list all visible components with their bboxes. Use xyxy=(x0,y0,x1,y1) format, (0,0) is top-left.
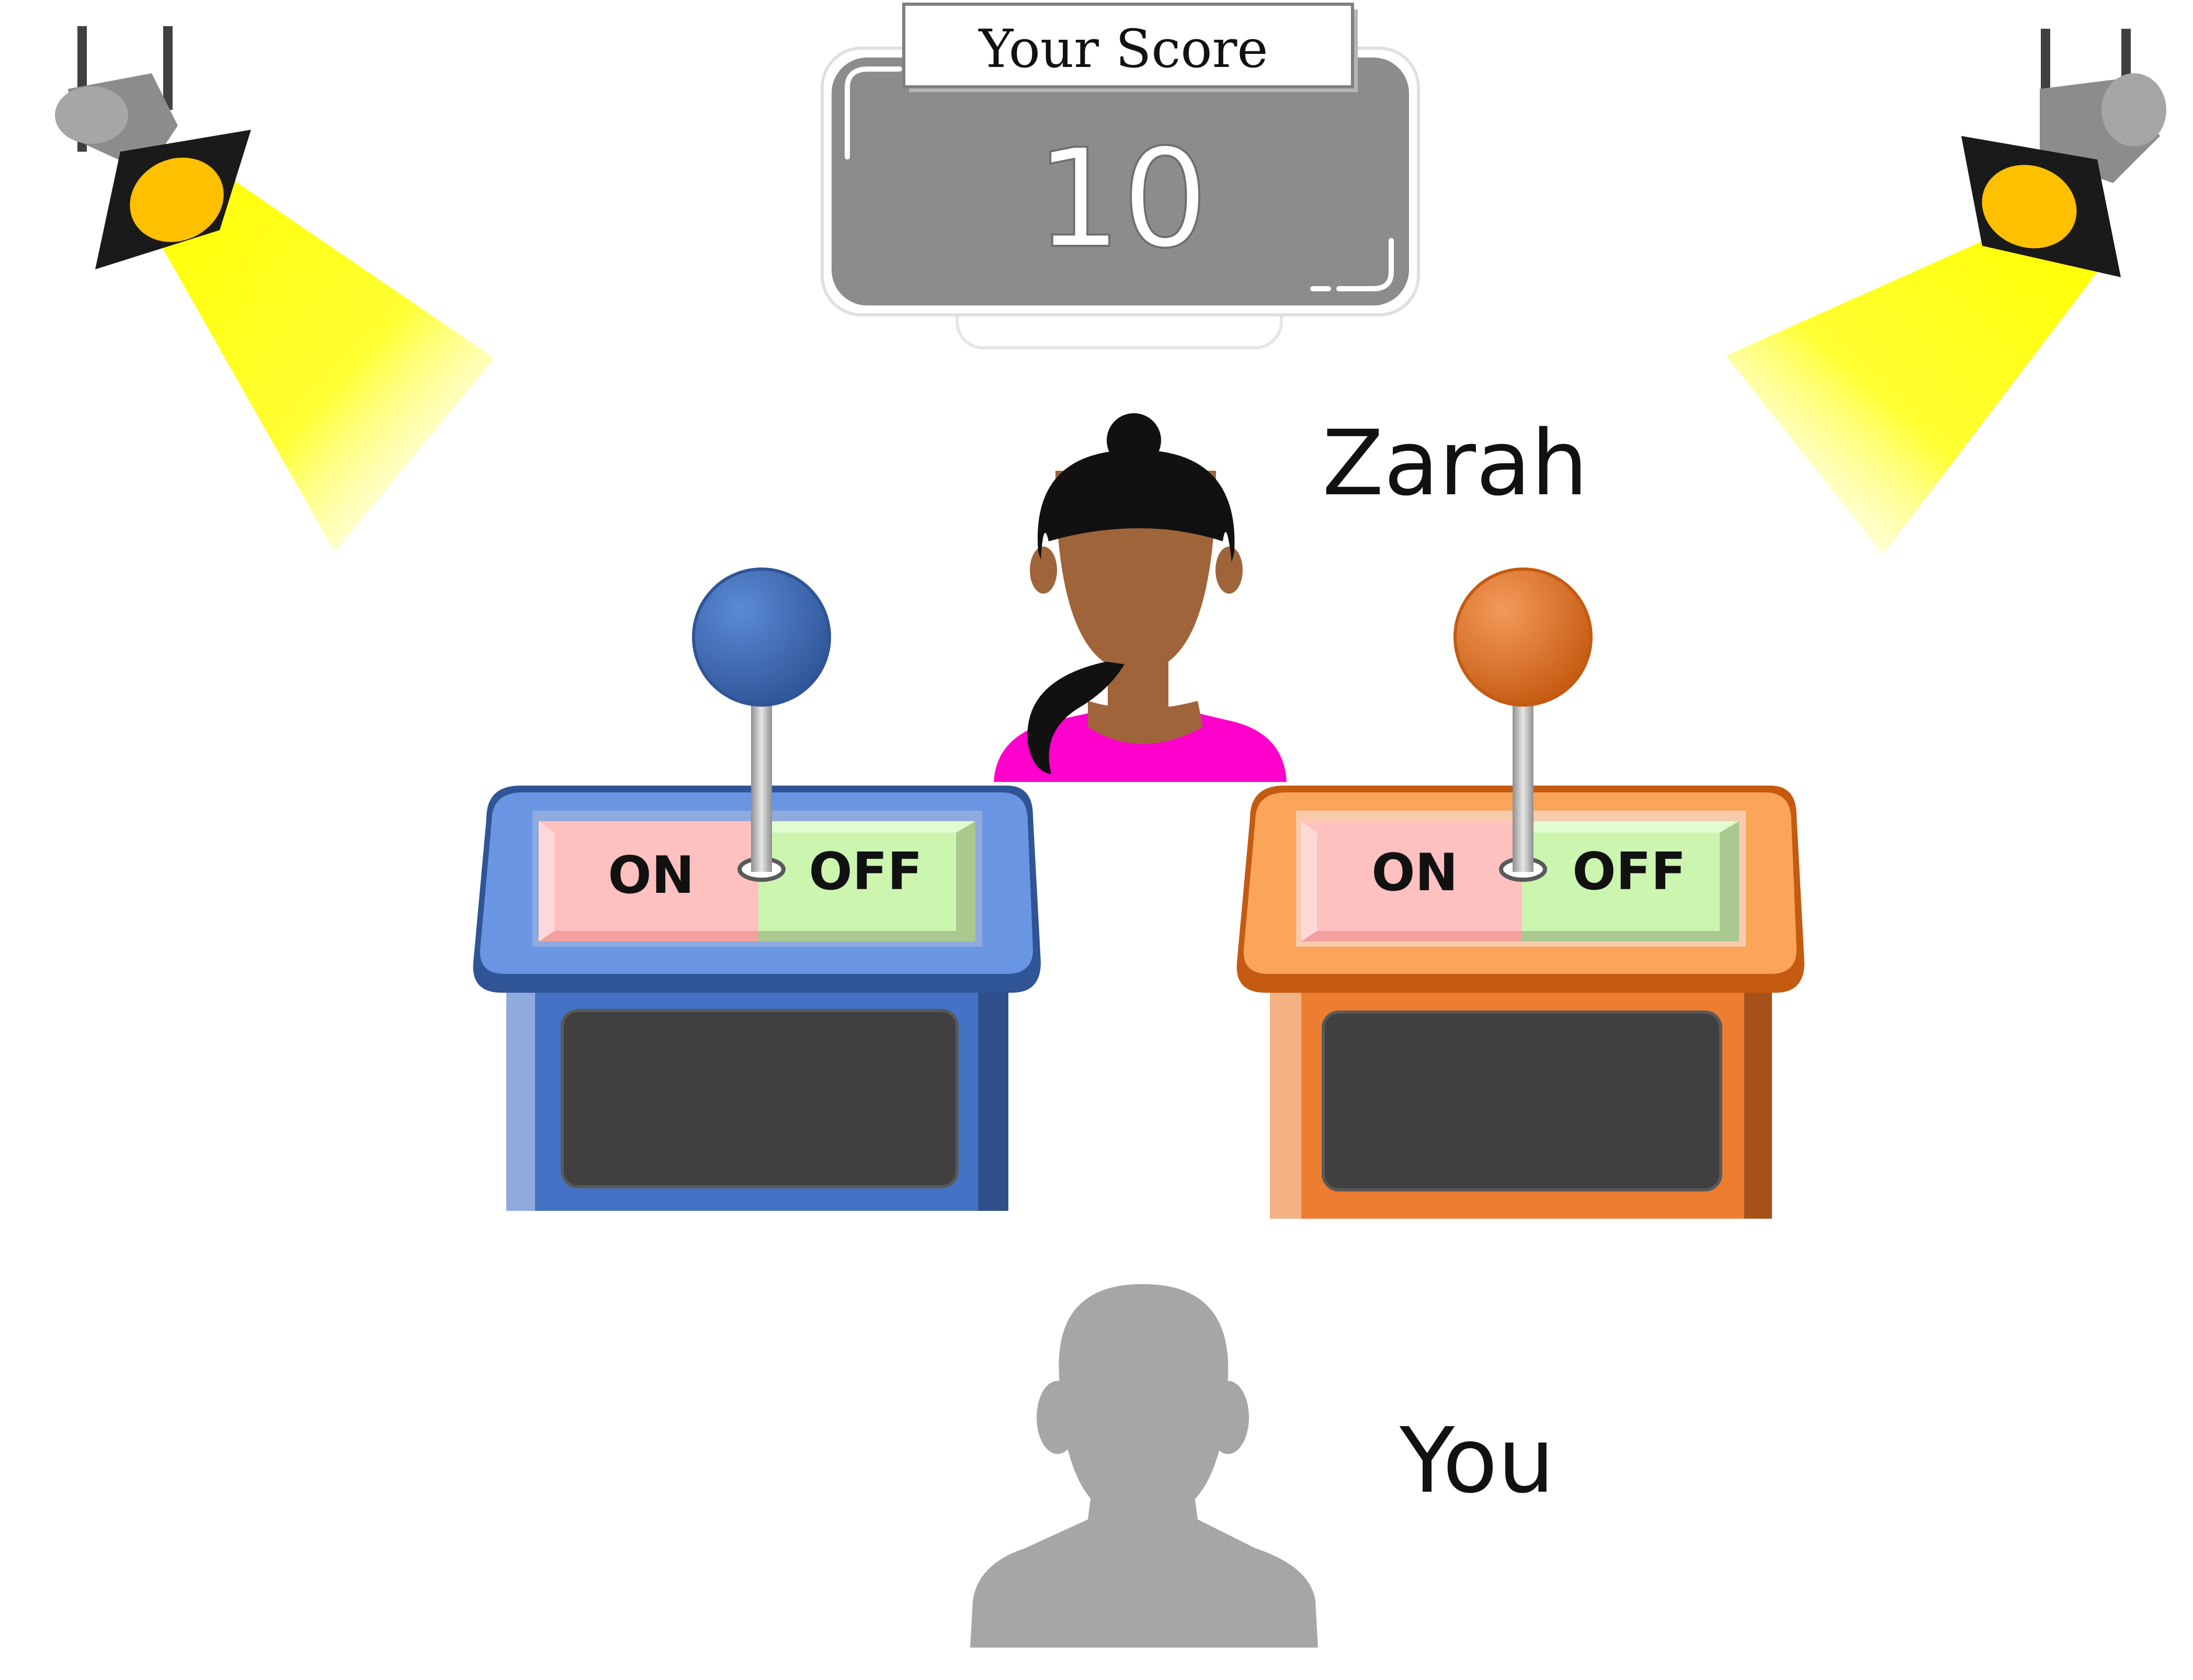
machine-screen-orange xyxy=(1322,1011,1722,1191)
machine-orange[interactable]: ON OFF xyxy=(1236,567,1804,1219)
light-beam-left xyxy=(146,178,494,552)
score-value: 10 xyxy=(1036,120,1209,278)
lever-knob-orange[interactable] xyxy=(1453,567,1593,707)
light-beam-right xyxy=(1726,225,2097,554)
machine-blue[interactable]: ON OFF xyxy=(473,567,1041,1211)
spotlight-right xyxy=(1726,29,2166,554)
scoreboard-screen xyxy=(832,58,1409,305)
player-name: You xyxy=(1399,1408,1554,1513)
switch-off-blue[interactable] xyxy=(758,833,956,931)
lever-knob-blue[interactable] xyxy=(692,567,831,707)
spotlight-left xyxy=(55,26,494,552)
switch-on-blue[interactable] xyxy=(554,833,758,931)
switch-on-orange[interactable] xyxy=(1317,833,1522,931)
switch-off-orange[interactable] xyxy=(1522,833,1720,931)
switch-off-label-blue: OFF xyxy=(809,842,922,902)
switch-on-label-orange: ON xyxy=(1371,843,1458,903)
spotlight-lamp-left xyxy=(130,157,224,242)
silhouette-avatar-icon xyxy=(970,1284,1318,1648)
machine-screen-blue xyxy=(561,1009,959,1188)
opponent-name: Zarah xyxy=(1322,411,1588,516)
switch-off-label-orange: OFF xyxy=(1572,842,1686,902)
spotlight-lamp-right xyxy=(1982,165,2077,248)
lever-blue[interactable] xyxy=(692,567,831,882)
lever-orange[interactable] xyxy=(1453,567,1593,882)
score-title: Your Score xyxy=(978,18,1268,80)
female-avatar-icon xyxy=(994,413,1287,782)
scoreboard: Your Score 10 xyxy=(821,3,1420,349)
switch-on-label-blue: ON xyxy=(608,846,694,905)
score-title-plate xyxy=(902,3,1354,88)
